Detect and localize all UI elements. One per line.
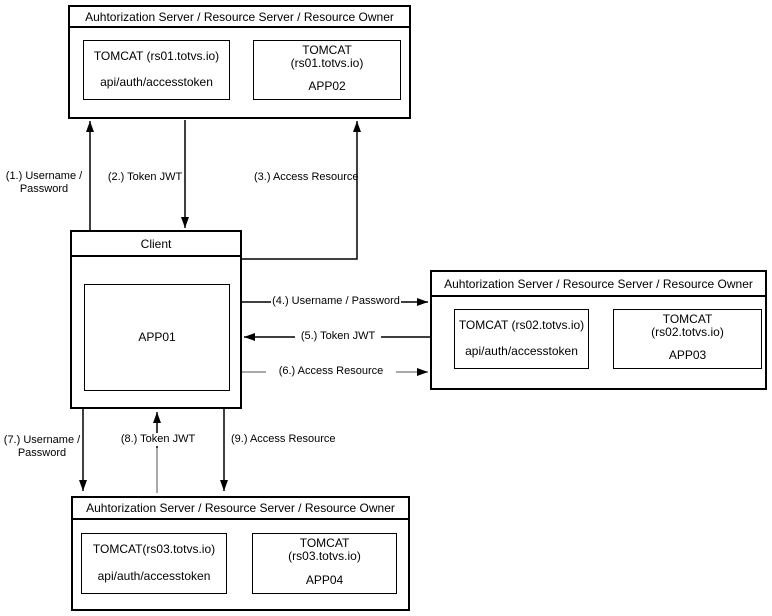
- edge-3-access-resource-line: [242, 121, 361, 260]
- edge-1-label: (1.) Username / Password: [5, 170, 83, 195]
- edge-7-label: (7.) Username / Password: [3, 434, 81, 459]
- bottom-app-server-host: (rs03.totvs.io): [288, 549, 361, 563]
- right-auth-server-endpoint: api/auth/accesstoken: [465, 344, 578, 358]
- edge-2-label: (2.) Token JWT: [107, 171, 183, 183]
- edge-3-label: (3.) Access Resource: [254, 171, 359, 183]
- client-app-name: APP01: [138, 330, 176, 344]
- right-app-server-name: TOMCAT: [662, 312, 713, 326]
- edge-9-label: (9.) Access Resource: [231, 433, 336, 445]
- top-auth-server-node: TOMCAT (rs01.totvs.io) api/auth/accessto…: [83, 40, 230, 100]
- bottom-app-server-node: TOMCAT (rs03.totvs.io) APP04: [252, 533, 397, 594]
- bottom-auth-server-node: TOMCAT(rs03.totvs.io) api/auth/accesstok…: [81, 533, 227, 594]
- edge-6-label: (6.) Access Resource: [266, 365, 396, 378]
- right-app-server-node: TOMCAT (rs02.totvs.io) APP03: [613, 309, 762, 369]
- top-app-server-host: (rs01.totvs.io): [290, 56, 364, 70]
- top-app-server-app-name: APP02: [308, 79, 346, 93]
- bottom-server-group-title: Auhtorization Server / Resource Server /…: [73, 498, 408, 520]
- top-app-server-node: TOMCAT (rs01.totvs.io) APP02: [253, 40, 401, 100]
- top-auth-server-name: TOMCAT (rs01.totvs.io): [93, 49, 220, 63]
- bottom-auth-server-name: TOMCAT(rs03.totvs.io): [92, 542, 216, 556]
- edge-8-label: (8.) Token JWT: [115, 433, 201, 446]
- top-auth-server-endpoint: api/auth/accesstoken: [100, 75, 213, 89]
- top-app-server-name: TOMCAT: [302, 43, 352, 57]
- bottom-app-server-name: TOMCAT: [299, 536, 350, 550]
- edge-5-label: (5.) Token JWT: [295, 330, 381, 343]
- right-app-server-app-name: APP03: [668, 348, 707, 362]
- client-app-node: APP01: [84, 284, 230, 391]
- client-title: Client: [72, 232, 240, 257]
- right-server-group-title: Auhtorization Server / Resource Server /…: [432, 272, 765, 297]
- right-auth-server-node: TOMCAT (rs02.totvs.io) api/auth/accessto…: [454, 309, 589, 369]
- right-auth-server-name: TOMCAT (rs02.totvs.io): [458, 318, 585, 332]
- top-server-group-title: Auhtorization Server / Resource Server /…: [70, 7, 409, 28]
- edge-4-label: (4.) Username / Password: [271, 295, 401, 308]
- right-app-server-host: (rs02.totvs.io): [651, 325, 724, 339]
- bottom-app-server-app-name: APP04: [305, 573, 344, 587]
- bottom-auth-server-endpoint: api/auth/accesstoken: [97, 569, 211, 583]
